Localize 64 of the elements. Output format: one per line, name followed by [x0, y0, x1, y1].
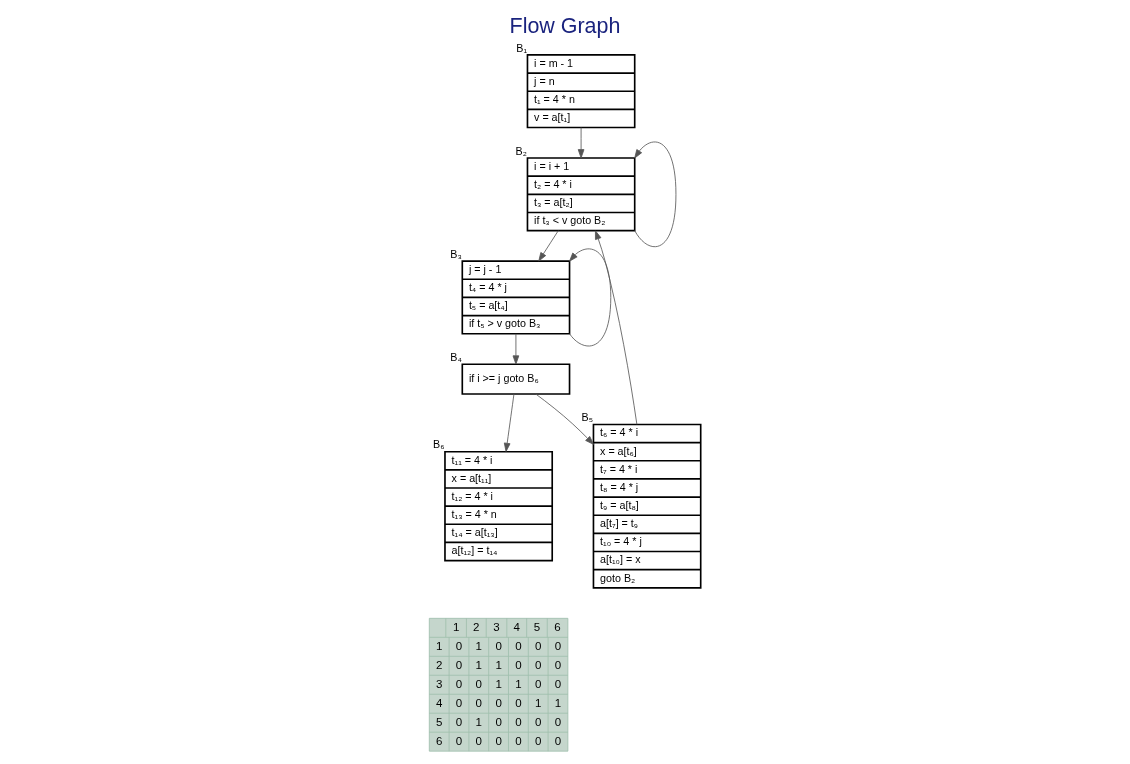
label: 0 [515, 658, 522, 671]
arrow [535, 393, 594, 445]
label: 5 [533, 620, 541, 633]
label: 1 [475, 715, 483, 728]
label: 4 [435, 696, 443, 709]
node-label: B₄ [450, 350, 462, 363]
label: 1 [515, 677, 522, 690]
label: 0 [455, 715, 463, 728]
label: 1 [554, 696, 562, 709]
label: 0 [455, 658, 463, 671]
arrow [595, 230, 638, 425]
arrow [512, 333, 520, 365]
label: 2 [435, 658, 443, 671]
node-label: B₃ [450, 247, 462, 260]
node-label: B₂ [515, 144, 527, 157]
arrow [569, 248, 612, 347]
label: 0 [554, 639, 562, 652]
label: 0 [554, 658, 562, 671]
label: 5 [435, 715, 443, 728]
node-label: B₆ [433, 438, 445, 451]
label: 0 [515, 734, 522, 747]
label: 0 [554, 677, 562, 690]
label: 0 [495, 639, 502, 652]
label: 0 [515, 715, 522, 728]
label: 0 [534, 658, 542, 671]
label: 6 [554, 620, 561, 633]
label: 1 [435, 639, 443, 652]
label: 0 [475, 677, 483, 690]
label: 0 [475, 734, 483, 747]
label: 0 [534, 677, 542, 690]
label: 0 [554, 715, 562, 728]
label: 0 [455, 696, 463, 709]
arrow [538, 230, 559, 262]
node-box: if i >= j goto B₆ [461, 363, 571, 395]
label: 0 [495, 715, 502, 728]
label: 1 [475, 658, 483, 671]
label: 0 [534, 639, 542, 652]
label: 2 [473, 620, 480, 633]
label: 0 [515, 696, 522, 709]
diagram-title: Flow Graph [509, 13, 621, 38]
label: 1 [495, 677, 502, 690]
label: 6 [435, 734, 443, 747]
label: 1 [452, 620, 460, 633]
label: 0 [455, 734, 463, 747]
label: 0 [515, 639, 522, 652]
label: 0 [455, 677, 463, 690]
arrow [503, 393, 515, 452]
label: 3 [435, 677, 443, 690]
label: 0 [455, 639, 463, 652]
label: 1 [534, 696, 542, 709]
label: 0 [495, 734, 502, 747]
arrow [634, 141, 677, 248]
arrow [577, 127, 585, 159]
label: 0 [495, 696, 502, 709]
label: 1 [475, 639, 483, 652]
label: 0 [534, 715, 542, 728]
label: 3 [493, 620, 500, 633]
node-label: B₁ [516, 41, 528, 54]
label: 1 [495, 658, 502, 671]
label: 4 [513, 620, 520, 633]
node-label: B₅ [581, 411, 594, 424]
label: 0 [475, 696, 483, 709]
label: 0 [554, 734, 562, 747]
label: 0 [534, 734, 542, 747]
